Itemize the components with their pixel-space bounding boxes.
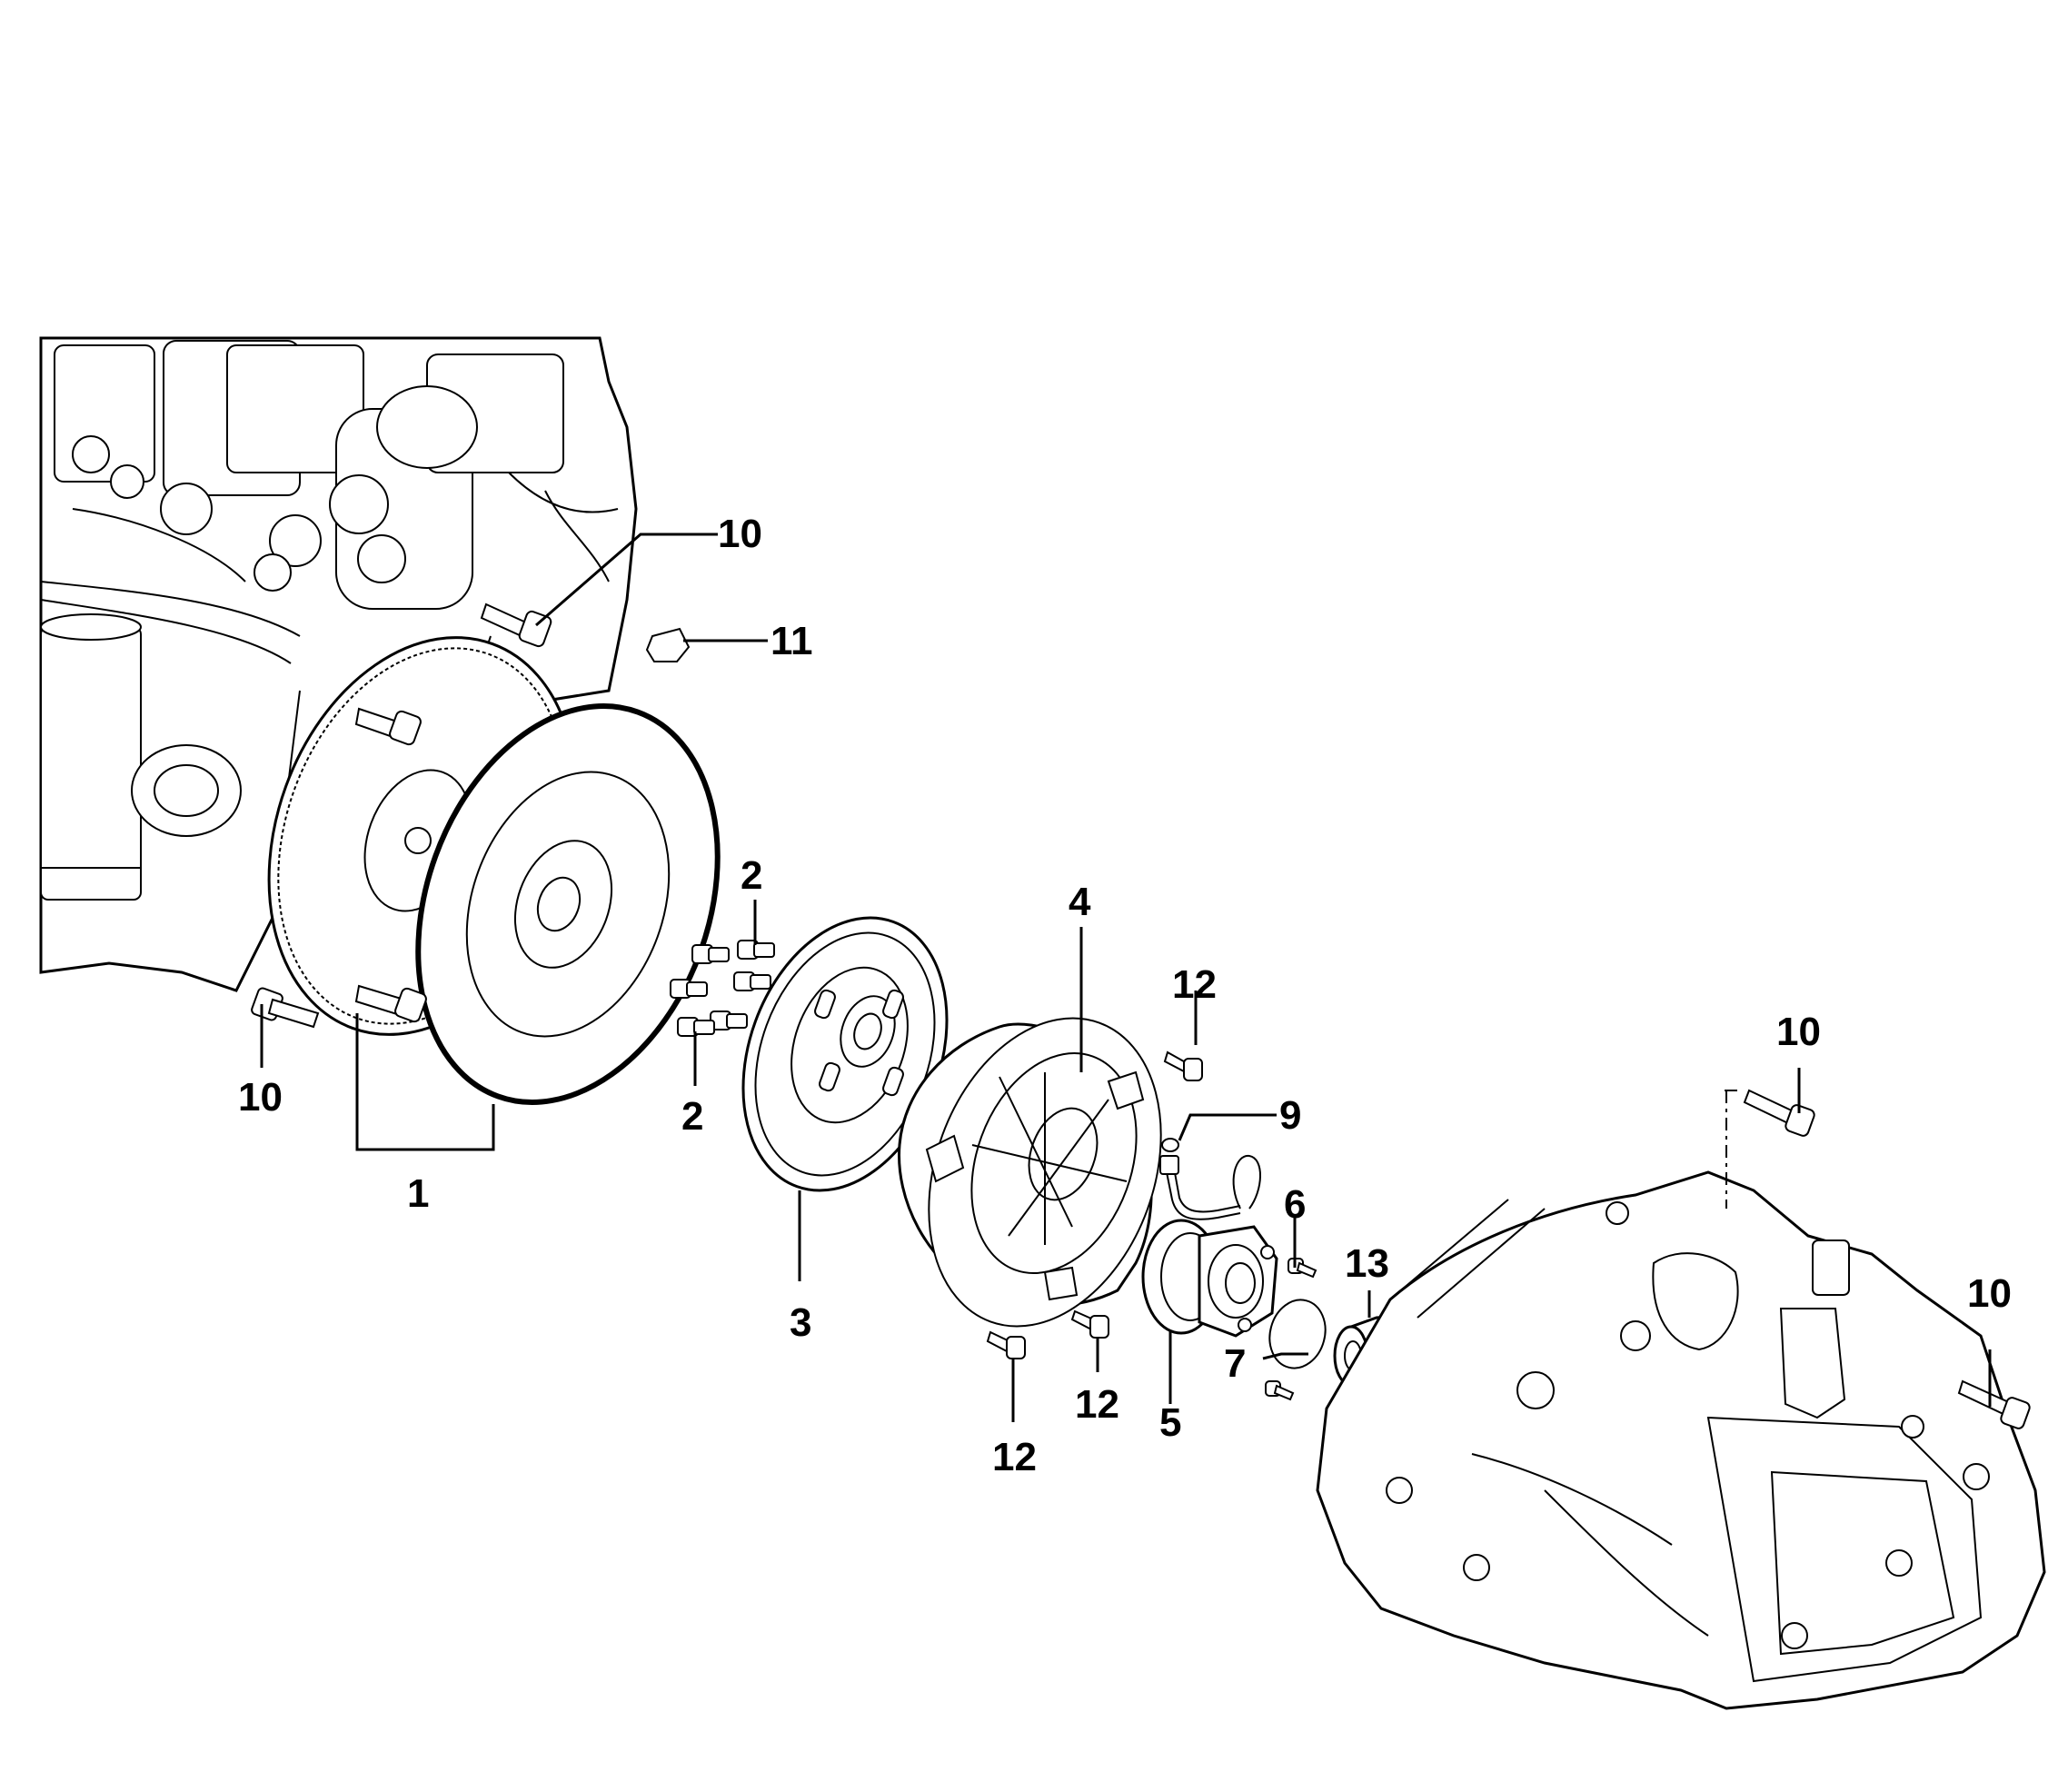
callout-12-mid: 12 xyxy=(1075,1382,1119,1427)
callout-11: 11 xyxy=(771,619,813,663)
transmission xyxy=(1316,1170,2046,1710)
small-bolt xyxy=(677,1017,715,1037)
slave-cylinder xyxy=(1141,1154,1278,1338)
slave-cylinder-bolt xyxy=(1288,1258,1317,1279)
small-bolt xyxy=(710,1010,748,1030)
pressure-plate xyxy=(898,1017,1162,1328)
clutch-disc xyxy=(741,916,949,1192)
callout-10-engine-top: 10 xyxy=(718,512,762,556)
callout-2-upper: 2 xyxy=(741,853,762,898)
flywheel-bolts-group xyxy=(670,940,775,1037)
small-bolt xyxy=(691,944,730,964)
flywheel-bolt-lower xyxy=(354,984,427,1023)
transmission-bolt-top xyxy=(1743,1089,1815,1137)
small-bolt xyxy=(737,940,775,960)
callout-12-top: 12 xyxy=(1172,962,1217,1007)
flywheel-bolt-upper xyxy=(354,707,422,746)
callout-6: 6 xyxy=(1284,1182,1306,1227)
callout-10-engine-bottom: 10 xyxy=(238,1075,283,1120)
callout-4: 4 xyxy=(1069,880,1091,924)
callout-7: 7 xyxy=(1224,1341,1246,1386)
callout-3: 3 xyxy=(790,1300,811,1345)
callout-10-trans-right: 10 xyxy=(1967,1271,2012,1316)
callout-12-bottom: 12 xyxy=(992,1435,1037,1479)
o-ring-9 xyxy=(1161,1138,1179,1152)
small-bolt xyxy=(733,971,771,991)
pressure-plate-bolt-bottom xyxy=(986,1330,1026,1359)
plug-11 xyxy=(645,627,691,662)
engine-block xyxy=(39,336,638,992)
seal-7 xyxy=(1268,1299,1327,1369)
slave-cylinder-bolt-lower xyxy=(1265,1380,1295,1401)
callout-1: 1 xyxy=(407,1171,429,1216)
callouts: 10 11 2 2 10 1 3 4 12 12 12 9 6 7 5 13 1… xyxy=(238,512,2012,1479)
callout-13: 13 xyxy=(1345,1241,1389,1286)
transmission-bolt-right xyxy=(1957,1379,2031,1429)
callout-2-lower: 2 xyxy=(681,1094,703,1139)
callout-9: 9 xyxy=(1279,1093,1301,1138)
callout-5: 5 xyxy=(1159,1400,1181,1445)
pressure-plate-bolt-top xyxy=(1163,1050,1203,1081)
leader-lines xyxy=(260,533,1992,1422)
pressure-plate-bolt-mid xyxy=(1070,1309,1109,1339)
small-bolt xyxy=(670,979,708,999)
callout-10-trans-top: 10 xyxy=(1776,1010,1821,1054)
flywheel-assembly xyxy=(267,636,721,1105)
engine-bolt-bottom xyxy=(251,987,320,1029)
